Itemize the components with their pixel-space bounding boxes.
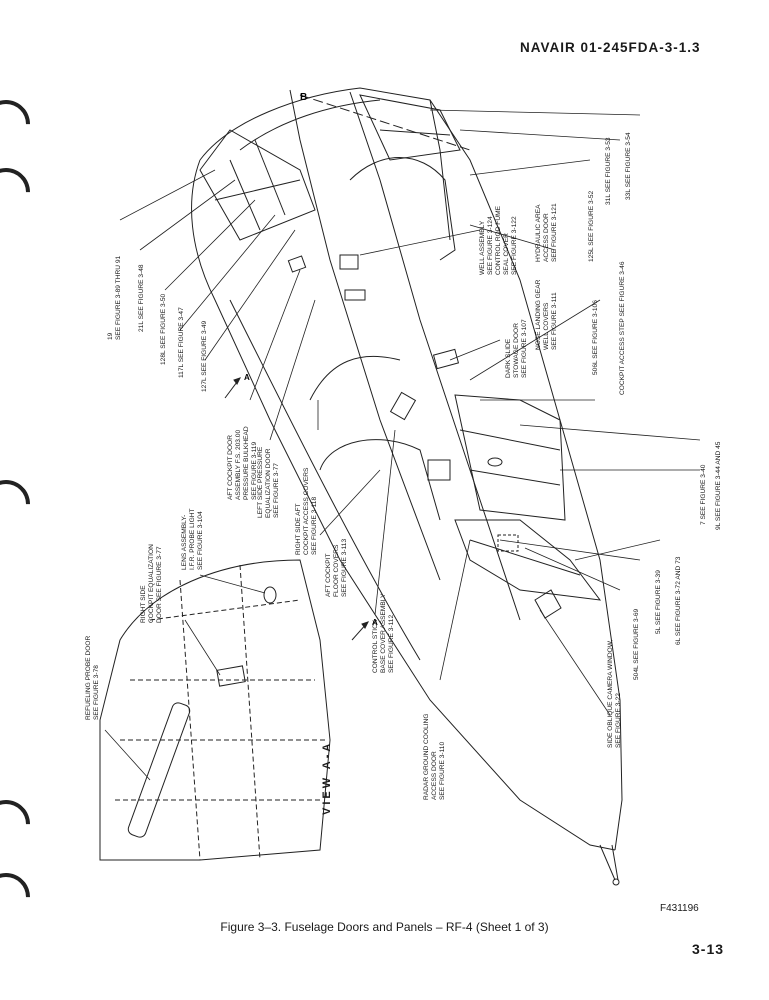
callout-9l: 9L SEE FIGURE 3-44 AND 45 (715, 441, 722, 530)
figure-caption: Figure 3–3. Fuselage Doors and Panels – … (220, 920, 549, 934)
callout-6l: 6L SEE FIGURE 3-72 AND 73 (675, 556, 682, 645)
callout-cockpit-access-step: COCKPIT ACCESS STEP SEE FIGURE 3-46 (619, 261, 626, 395)
view-marker-a-lower: A (372, 618, 378, 627)
callout-125l: 125L SEE FIGURE 3-52 (588, 190, 595, 262)
page-number: 3-13 (692, 941, 725, 957)
view-aa-inset (99, 559, 331, 861)
callout-aft-cockpit-door: AFT COCKPIT DOORASSEMBLY F.S. 203.00PRES… (227, 426, 258, 500)
callout-well-assembly: WELL ASSEMBLYSEE FIGURE 3-124CONTROL ROD… (479, 205, 518, 275)
leader-lines (104, 109, 701, 781)
callout-117l: 117L SEE FIGURE 3-47 (178, 307, 185, 378)
view-aa-label: VIEW A-A (321, 741, 333, 815)
callout-control-stick-cover: CONTROL STICKBASE COVER ASSEMBLYSEE FIGU… (372, 593, 395, 673)
callout-dark-slide-door: DARK SLIDESTOWAGE DOORSEE FIGURE 3-107 (505, 319, 528, 378)
callout-right-side-equalization: RIGHT SIDECOCKPIT EQUALIZATIONDOOR SEE F… (140, 544, 163, 623)
document-number: NAVAIR 01-245FDA-3-1.3 (520, 40, 701, 55)
callout-504l: 504L SEE FIGURE 3-69 (633, 608, 640, 680)
callout-5l: 5L SEE FIGURE 3-39 (655, 570, 662, 634)
callout-lens-assembly: LENS ASSEMBLY-I.F.R. PROBE LIGHTSEE FIGU… (181, 508, 204, 570)
callout-right-aft-covers: RIGHT SIDE AFTCOCKPIT ACCESS COVERSSEE F… (295, 467, 318, 555)
callout-506l: 506L SEE FIGURE 3-106 (592, 300, 599, 375)
view-marker-a-upper: A (244, 373, 250, 382)
callout-31l: 31L SEE FIGURE 3-53 (605, 137, 612, 205)
callout-refueling-probe-door: REFUELING PROBE DOORSEE FIGURE 3-78 (85, 635, 100, 720)
callout-nose-gear-covers: NOSE LANDING GEARWELL COVERSSEE FIGURE 3… (535, 279, 558, 350)
view-arrow-upper (224, 377, 241, 399)
callout-128l: 128L SEE FIGURE 3-50 (160, 293, 167, 365)
figure-id: F431196 (660, 903, 699, 914)
callout-left-pressure-door: LEFT SIDE PRESSUREEQUALIZATION DOORSEE F… (257, 446, 280, 518)
fuselage-outline (191, 87, 623, 886)
callout-19: 19SEE FIGURE 3-89 THRU 91 (107, 256, 122, 340)
callout-hydraulic-door: HYDRAULIC AREAACCESS DOORSEE FIGURE 3-12… (535, 203, 558, 262)
callout-33l: 33L SEE FIGURE 3-54 (625, 132, 632, 200)
callout-7: 7 SEE FIGURE 3-40 (700, 464, 707, 525)
section-marker-b: B (300, 92, 307, 103)
callout-127l: 127L SEE FIGURE 3-49 (201, 320, 208, 392)
callout-21l: 21L SEE FIGURE 3-48 (138, 264, 145, 332)
callout-radar-cooling-door: RADAR GROUND COOLINGACCESS DOORSEE FIGUR… (423, 714, 446, 800)
callout-side-oblique-window: SIDE OBLIQUE CAMERA WINDOW,SEE FIGURE 3-… (607, 639, 622, 748)
view-arrow-lower (351, 621, 369, 641)
callout-aft-floor-covers: AFT COCKPITFLOOR COVERSSEE FIGURE 3-113 (325, 539, 348, 597)
